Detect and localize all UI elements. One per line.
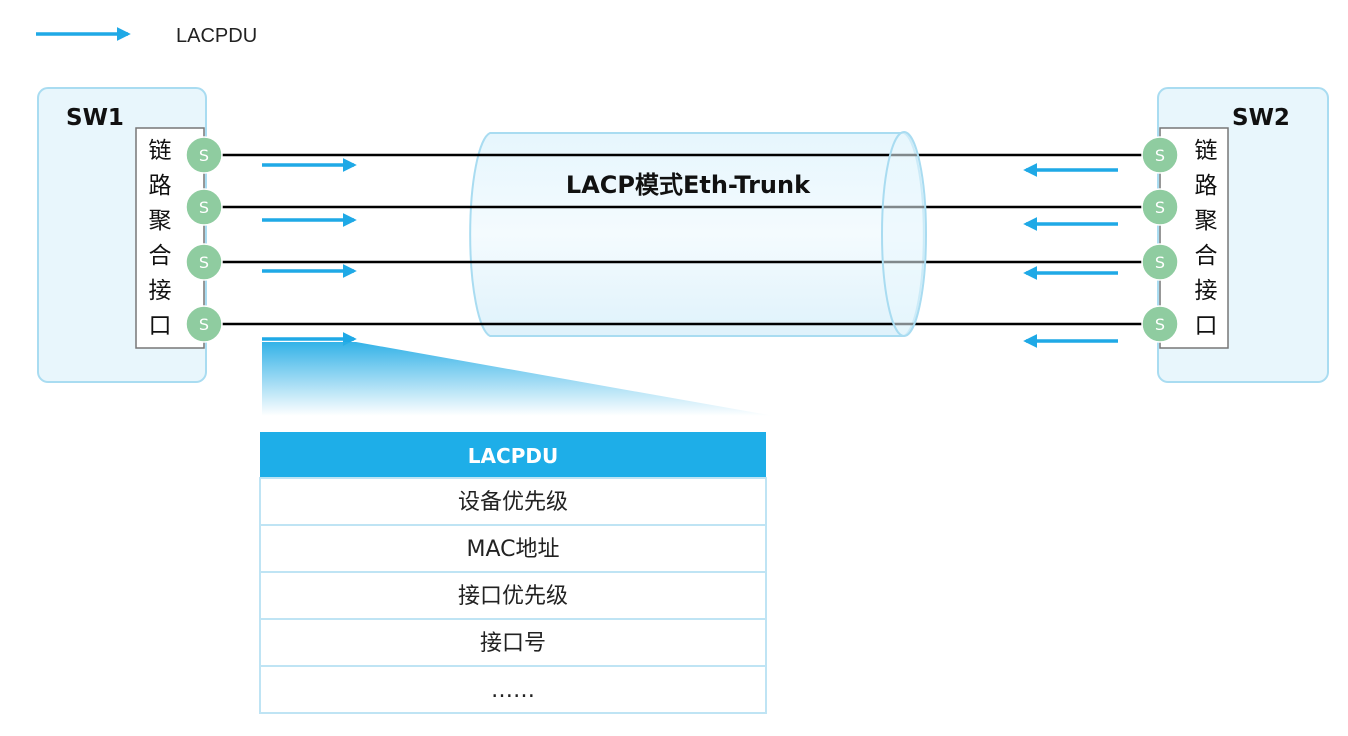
trunk-tube-end [881, 131, 927, 337]
aggregation-label-char: 链 [149, 138, 172, 164]
port-sw2-1: S [1141, 136, 1179, 174]
aggregation-label-char: 合 [149, 243, 172, 269]
port-sw1-2: S [185, 188, 223, 226]
lacpdu-callout-fan [262, 342, 774, 416]
port-sw1-3: S [185, 243, 223, 281]
table-row [259, 571, 767, 620]
port-icon [185, 305, 223, 343]
ports-sw2: S S S S [1141, 136, 1179, 343]
port-label: S [199, 198, 209, 217]
aggregation-label-char: 口 [1195, 313, 1218, 339]
port-label: S [199, 253, 209, 272]
table-cell: 接口号 [480, 631, 546, 656]
table-row [259, 665, 767, 714]
aggregation-label-char: 聚 [149, 208, 172, 234]
aggregation-label-char: 路 [1195, 173, 1218, 199]
port-sw1-4: S [185, 305, 223, 343]
port-label: S [1155, 146, 1165, 165]
aggregation-label-char: 口 [149, 313, 172, 339]
port-icon [185, 243, 223, 281]
trunk-tube-cap [881, 131, 927, 337]
port-label: S [1155, 315, 1165, 334]
port-label: S [1155, 253, 1165, 272]
port-sw2-3: S [1141, 243, 1179, 281]
table-cell: MAC地址 [466, 537, 559, 562]
port-icon [1141, 136, 1179, 174]
lacpdu-arrows-sw1 [262, 158, 357, 346]
legend: LACPDU [36, 25, 257, 47]
port-icon [185, 188, 223, 226]
trunk-tube-body [469, 132, 925, 337]
port-sw2-4: S [1141, 305, 1179, 343]
lacpdu-table-header [260, 432, 766, 478]
port-icon [1141, 188, 1179, 226]
aggregation-label-char: 路 [149, 173, 172, 199]
table-cell: 设备优先级 [458, 490, 568, 515]
table-row [259, 524, 767, 573]
switch-sw2-name: SW2 [1232, 105, 1290, 131]
port-label: S [1155, 198, 1165, 217]
switch-sw1-name: SW1 [66, 105, 124, 131]
lacpdu-arrows-sw2 [1023, 163, 1118, 348]
table-row [259, 618, 767, 667]
aggregation-label-char: 接 [1195, 278, 1218, 304]
legend-label: LACPDU [176, 25, 257, 47]
aggregation-label-char: 接 [149, 278, 172, 304]
port-icon [1141, 243, 1179, 281]
aggregation-label-char: 聚 [1195, 208, 1218, 234]
aggregation-label-char: 链 [1195, 138, 1218, 164]
port-label: S [199, 146, 209, 165]
port-sw2-2: S [1141, 188, 1179, 226]
table-row [259, 477, 767, 526]
port-icon [185, 136, 223, 174]
port-icon [1141, 305, 1179, 343]
port-sw1-1: S [185, 136, 223, 174]
lacpdu-table-header-text: LACPDU [468, 444, 558, 468]
trunk-label: LACP模式Eth-Trunk [566, 171, 811, 199]
table-cell: 接口优先级 [458, 584, 568, 609]
aggregation-label-char: 合 [1195, 243, 1218, 269]
link-lines [206, 153, 1160, 326]
ports-sw1: S S S S [185, 136, 223, 343]
port-label: S [199, 315, 209, 334]
trunk-tube [469, 132, 925, 337]
table-cell: …… [491, 678, 535, 703]
